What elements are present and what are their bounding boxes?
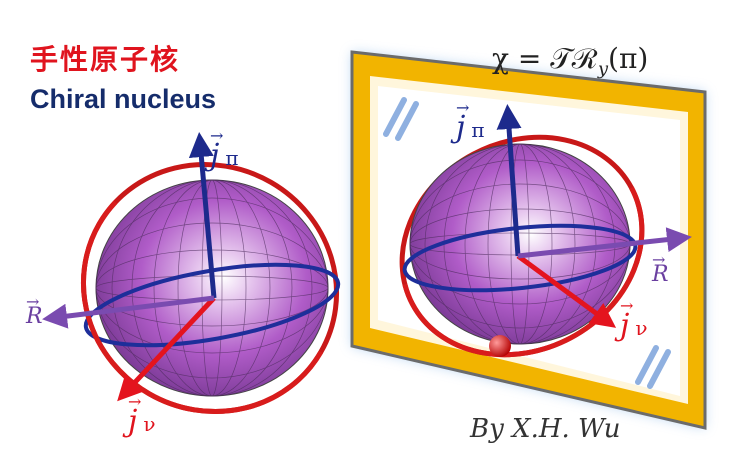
right-label-R: → R [652,250,669,287]
formula-argument: (π) [608,42,649,75]
vector-arrow-icon: → [652,250,666,269]
formula-subscript: y [597,58,609,80]
left-j-nu-subscript: ν [143,412,156,436]
right-j-pi-subscript: π [471,118,485,142]
right-j-pi-symbol: j [456,110,466,145]
vector-arrow-icon: → [210,126,224,145]
vector-arrow-icon: → [26,292,40,311]
right-j-nu-symbol: j [620,308,630,343]
vector-arrow-icon: → [620,296,634,315]
title-chinese: 手性原子核 [30,43,181,76]
title-english: Chiral nucleus [30,84,217,114]
left-nucleus [42,132,341,415]
right-j-nu-subscript: ν [635,316,648,340]
left-label-R: → R [26,292,43,329]
right-nucleus [399,104,692,358]
left-j-pi-symbol: j [210,138,220,173]
vector-arrow-icon: → [456,98,470,117]
author-credit: By X.H. Wu [470,414,621,444]
left-j-pi-subscript: π [225,146,239,170]
chirality-formula: χ = 𝒯ℛy(π) [492,42,648,80]
vector-arrow-icon: → [128,392,142,411]
left-R-symbol: R [26,304,43,329]
formula-main: χ = 𝒯ℛ [492,42,598,75]
left-j-nu-symbol: j [128,404,138,439]
right-R-symbol: R [652,262,669,287]
